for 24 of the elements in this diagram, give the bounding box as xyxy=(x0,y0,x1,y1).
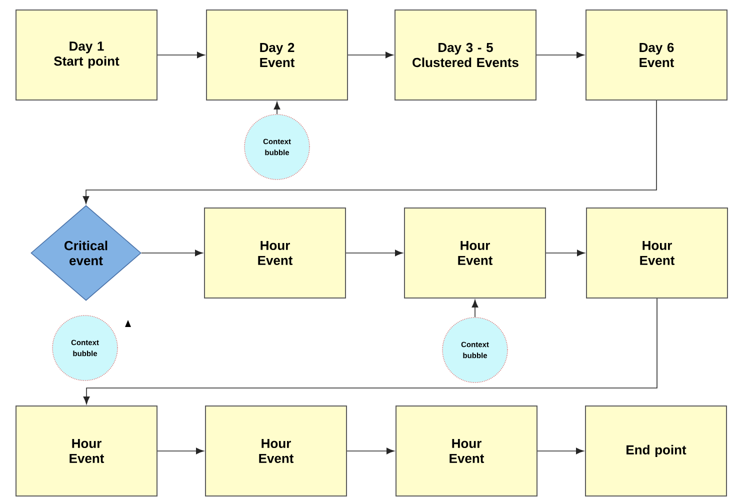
event-box: Day 1 Start point xyxy=(16,10,158,100)
event-box: Hour Event xyxy=(205,406,347,496)
event-box: Day 3 - 5 Clustered Events xyxy=(394,10,536,100)
arrow xyxy=(472,300,478,318)
arrow xyxy=(346,448,394,454)
arrow xyxy=(274,102,280,114)
arrow xyxy=(348,52,394,58)
arrow xyxy=(141,250,203,256)
event-box: Day 2 Event xyxy=(206,10,348,100)
arrow xyxy=(537,448,584,454)
event-box: Hour Event xyxy=(16,406,158,496)
arrow xyxy=(157,448,204,454)
arrow xyxy=(83,298,658,404)
arrow xyxy=(546,250,585,256)
event-box: Day 6 Event xyxy=(586,10,728,100)
event-box: Hour Event xyxy=(396,406,538,496)
event-box: Hour Event xyxy=(204,208,346,298)
arrow xyxy=(157,52,205,58)
arrow xyxy=(82,100,657,204)
event-box: Hour Event xyxy=(404,208,546,298)
event-box: End point xyxy=(585,406,727,496)
event-box: Hour Event xyxy=(586,208,728,298)
arrow xyxy=(536,52,584,58)
arrow xyxy=(346,250,403,256)
